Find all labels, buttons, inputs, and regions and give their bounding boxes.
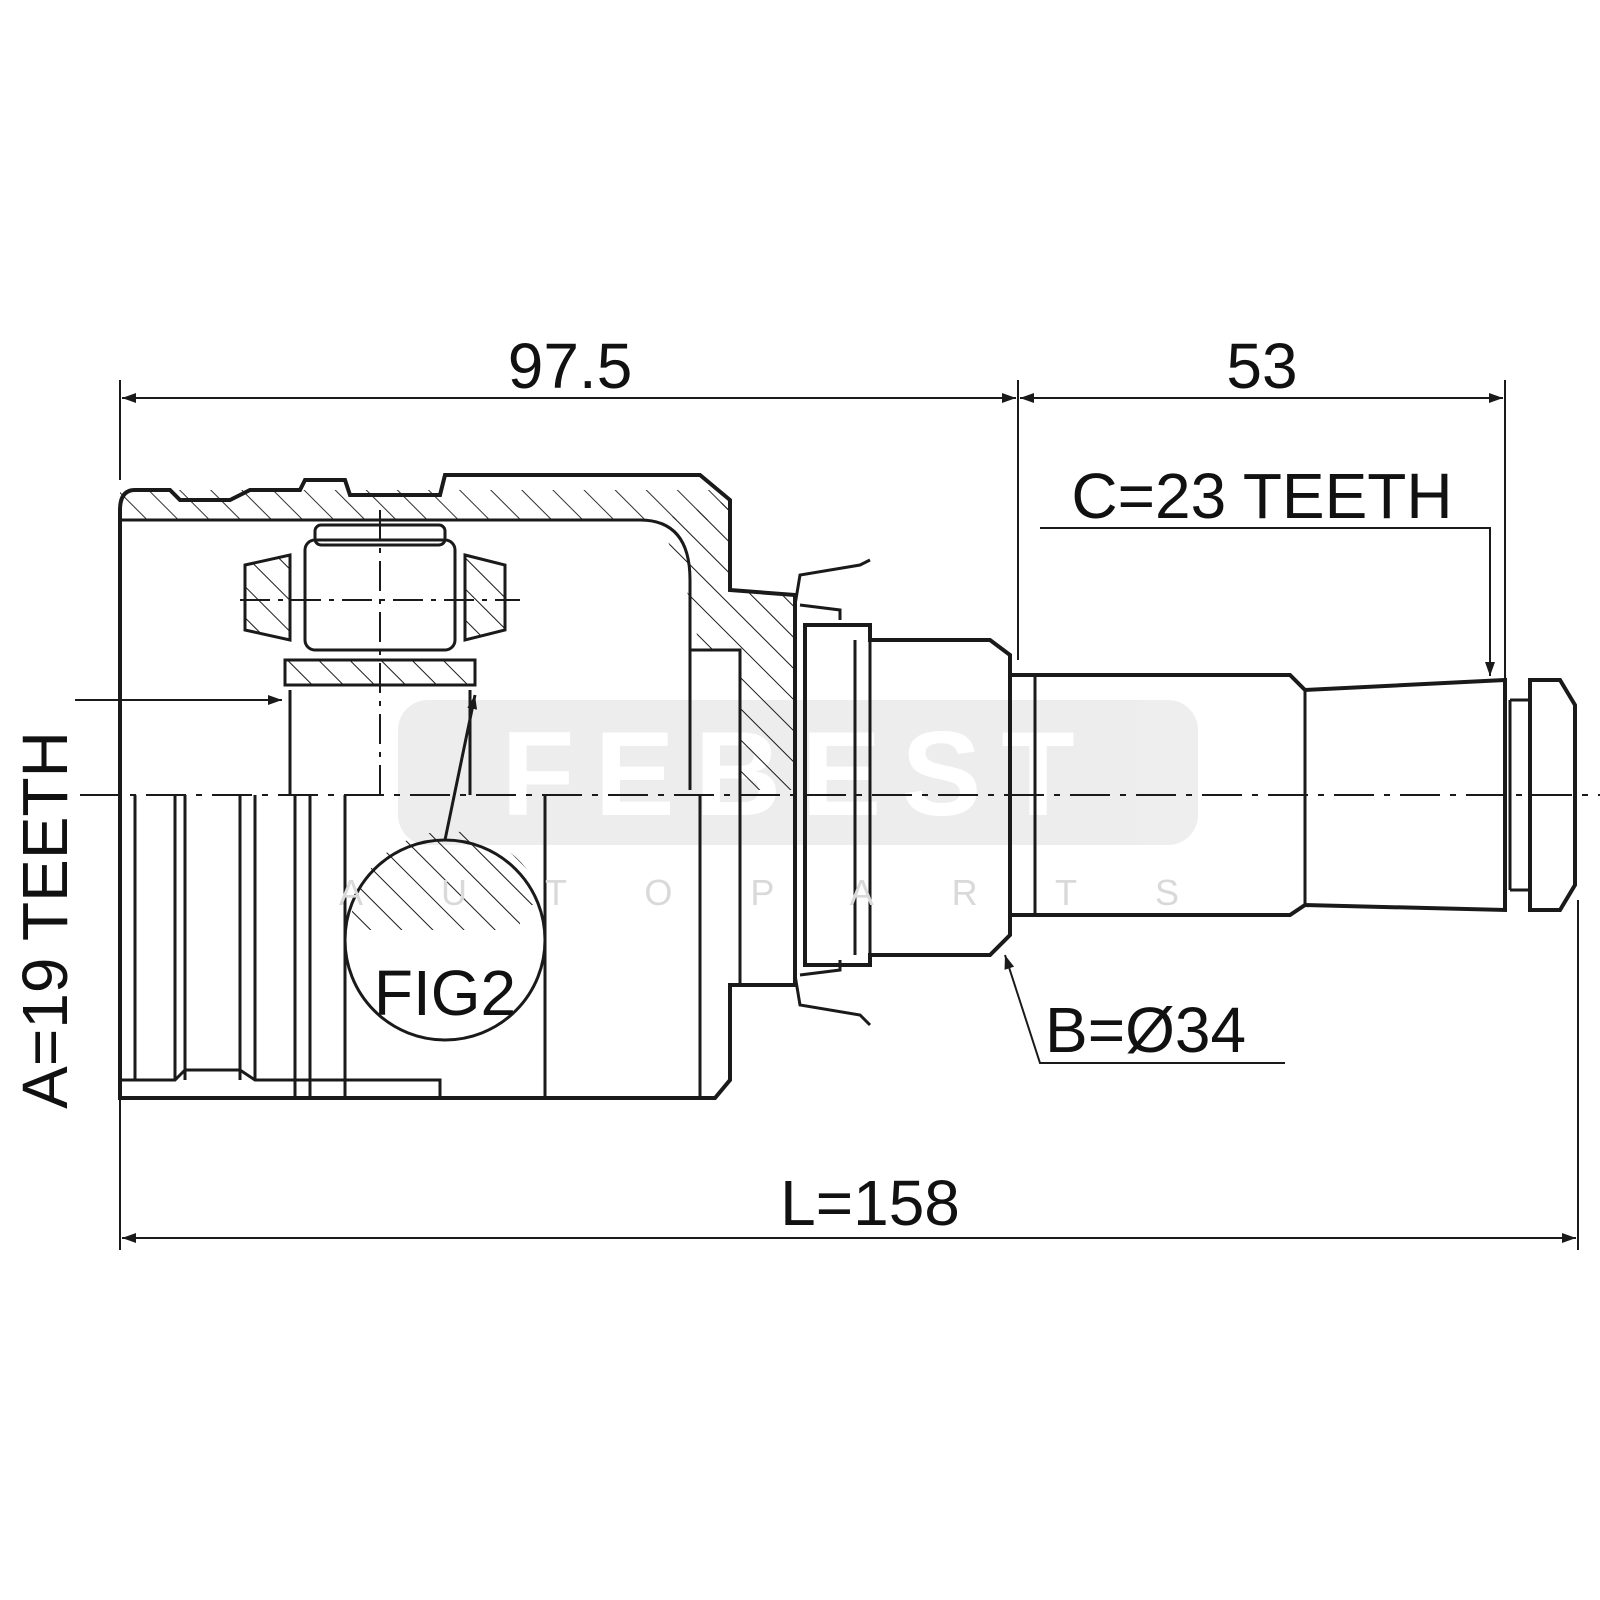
shaft	[803, 623, 1577, 967]
total-length-label: L=158	[780, 1167, 960, 1239]
diameter-b-label: B=Ø34	[1045, 994, 1246, 1066]
dimension-lines	[75, 380, 1579, 1250]
tripod-roller	[240, 510, 520, 795]
watermark: FEBEST	[398, 700, 1198, 845]
spline-c-label: C=23 TEETH	[1071, 460, 1452, 532]
dimension-53: 53	[1226, 330, 1297, 402]
svg-text:FEBEST: FEBEST	[501, 707, 1094, 841]
spline-a-label: A=19 TEETH	[9, 731, 81, 1109]
fig2-label: FIG2	[374, 957, 516, 1029]
dimension-97-5: 97.5	[508, 330, 633, 402]
watermark-subtitle: AUTOPARTS	[339, 872, 1257, 913]
outer-housing	[118, 473, 797, 1100]
fig2-detail: FIG2	[343, 694, 547, 1042]
